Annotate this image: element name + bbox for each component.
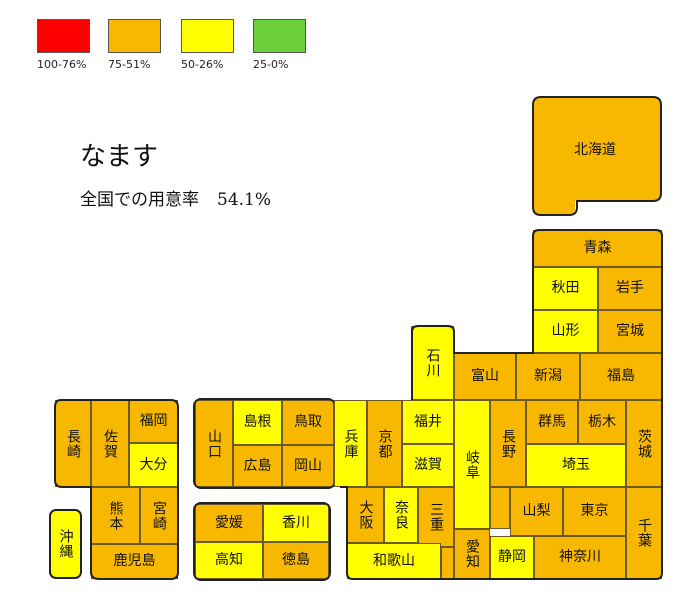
- pref-chiba[interactable]: 千葉: [626, 487, 662, 579]
- pref-ehime[interactable]: 愛媛: [195, 504, 263, 542]
- national-rate: 全国での用意率 54.1%: [80, 185, 271, 210]
- national-rate-value: 54.1%: [217, 190, 272, 210]
- legend-item-high: 100-76%: [37, 19, 97, 71]
- honshu-outline: [340, 229, 663, 580]
- legend-item-mid-low: 50-26%: [181, 19, 241, 71]
- pref-hyogo[interactable]: 兵庫: [334, 400, 367, 487]
- legend-swatch-green: [253, 19, 306, 53]
- page-title: なます: [80, 142, 159, 172]
- pref-shimane[interactable]: 島根: [233, 400, 282, 445]
- national-rate-label: 全国での用意率: [80, 190, 199, 210]
- pref-yamaguchi[interactable]: 山口: [195, 400, 233, 487]
- hokkaido-shape-tab: [533, 190, 575, 216]
- legend-swatch-red: [37, 19, 90, 53]
- pref-gifu[interactable]: 岐阜: [454, 400, 490, 529]
- pref-kyoto[interactable]: 京都: [367, 400, 402, 487]
- pref-aomori[interactable]: 青森: [533, 230, 662, 267]
- pref-kochi[interactable]: 高知: [195, 542, 263, 579]
- pref-tochigi[interactable]: 栃木: [578, 400, 626, 444]
- pref-miyagi[interactable]: 宮城: [598, 310, 662, 353]
- legend-label: 25-0%: [253, 58, 289, 71]
- hokkaido-shape: [533, 97, 661, 201]
- pref-hokkaido[interactable]: 北海道: [574, 141, 616, 158]
- pref-fukushima[interactable]: 福島: [580, 353, 662, 400]
- pref-kumamoto[interactable]: 熊本: [91, 487, 140, 544]
- pref-fukui[interactable]: 福井: [402, 400, 454, 444]
- pref-mie[interactable]: 三重: [418, 487, 454, 547]
- pref-gunma[interactable]: 群馬: [526, 400, 578, 444]
- pref-akita[interactable]: 秋田: [533, 267, 598, 310]
- pref-kagawa[interactable]: 香川: [263, 504, 329, 542]
- pref-hiroshima[interactable]: 広島: [233, 445, 282, 487]
- legend-label: 100-76%: [37, 58, 87, 71]
- pref-saga[interactable]: 佐賀: [91, 400, 129, 487]
- legend-swatch-yellow: [181, 19, 234, 53]
- pref-tokyo[interactable]: 東京: [563, 487, 626, 536]
- pref-saitama[interactable]: 埼玉: [526, 444, 626, 487]
- kyushu-outline: [54, 399, 179, 580]
- legend-label: 50-26%: [181, 58, 224, 71]
- legend-item-low: 25-0%: [253, 19, 313, 71]
- pref-okayama[interactable]: 岡山: [282, 445, 334, 487]
- pref-nara[interactable]: 奈良: [384, 487, 418, 543]
- pref-tokushima[interactable]: 徳島: [263, 542, 329, 579]
- legend-swatch-orange: [108, 19, 161, 53]
- pref-nagano[interactable]: 長野: [490, 400, 526, 487]
- pref-niigata[interactable]: 新潟: [516, 353, 580, 400]
- pref-yamagata[interactable]: 山形: [533, 310, 598, 353]
- pref-kanagawa[interactable]: 神奈川: [534, 536, 626, 579]
- nagano-extension: [490, 487, 510, 529]
- pref-wakayama[interactable]: 和歌山: [347, 543, 441, 579]
- pref-oita[interactable]: 大分: [129, 443, 178, 487]
- pref-kagoshima[interactable]: 鹿児島: [91, 544, 178, 579]
- legend-item-mid-high: 75-51%: [108, 19, 168, 71]
- pref-okinawa[interactable]: 沖縄: [49, 509, 82, 579]
- pref-shiga[interactable]: 滋賀: [402, 444, 454, 487]
- legend-label: 75-51%: [108, 58, 151, 71]
- pref-ibaraki[interactable]: 茨城: [626, 400, 662, 487]
- pref-iwate[interactable]: 岩手: [598, 267, 662, 310]
- pref-aichi[interactable]: 愛知: [454, 529, 490, 579]
- pref-nagasaki[interactable]: 長崎: [55, 400, 91, 487]
- pref-yamanashi[interactable]: 山梨: [510, 487, 563, 536]
- hokkaido-outline: [532, 96, 662, 216]
- pref-tottori[interactable]: 鳥取: [282, 400, 334, 445]
